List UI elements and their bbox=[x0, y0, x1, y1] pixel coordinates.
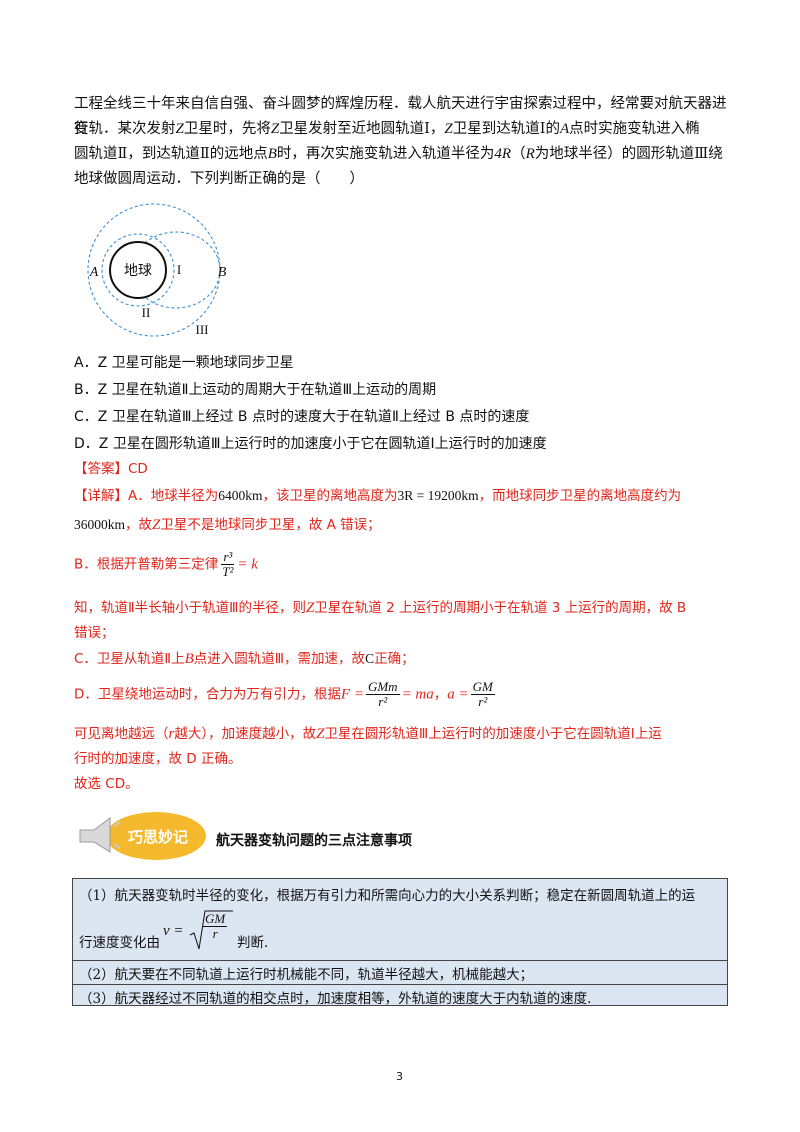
earth-label: 地球 bbox=[124, 263, 152, 279]
question-line-2: 变轨．某次发射Z卫星时，先将Z卫星发射至近地圆轨道Ⅰ，Z卫星到达轨道Ⅰ的A点时实… bbox=[74, 121, 700, 137]
orbit-I-circle bbox=[101, 233, 175, 307]
tip-row-2-text: 行速度变化由 bbox=[79, 935, 160, 951]
badge-label: 巧思妙记 bbox=[128, 828, 188, 846]
tip-divider-1 bbox=[73, 960, 727, 961]
option-A: A．Z 卫星可能是一颗地球同步卫星 bbox=[74, 355, 294, 371]
tip-row-3: （2）航天要在不同轨道上运行时机械能不同，轨道半径越大，机械能越大； bbox=[79, 967, 534, 983]
orbit-diagram: 地球 A I B II III bbox=[87, 203, 227, 337]
tip-row-1: （1）航天器变轨时半径的变化，根据万有引力和所需向心力的大小关系判断；稳定在新圆… bbox=[79, 888, 696, 904]
label-I: I bbox=[177, 262, 181, 277]
badge-blob bbox=[106, 812, 206, 860]
option-D: D．Z 卫星在圆形轨道Ⅲ上运行时的加速度小于它在圆轨道Ⅰ上运行时的加速度 bbox=[74, 436, 547, 452]
explanation-B-line-3: 错误； bbox=[74, 625, 115, 641]
question-line-4: 地球做圆周运动．下列判断正确的是（ ） bbox=[74, 171, 364, 187]
label-II: II bbox=[142, 305, 151, 320]
explanation-E-line-1: 可见离地越远（r越大），加速度越小，故Z卫星在圆形轨道Ⅲ上运行时的加速度小于它在… bbox=[74, 726, 662, 742]
explanation-E-line-2: 行时的加速度，故 D 正确。 bbox=[74, 751, 242, 767]
option-B: B．Z 卫星在轨道Ⅱ上运动的周期大于在轨道Ⅲ上运动的周期 bbox=[74, 382, 437, 398]
earth-circle bbox=[109, 241, 167, 299]
explanation-A-line-1: 【详解】A．地球半径为6400km，该卫星的离地高度为3R = 19200km，… bbox=[74, 488, 682, 504]
explanation-C-line: C．卫星从轨道Ⅱ上B点进入圆轨道Ⅲ，需加速，故C正确； bbox=[74, 651, 415, 667]
conclusion-line: 故选 CD。 bbox=[74, 776, 139, 792]
question-line-3: 圆轨道Ⅱ，到达轨道Ⅱ的远地点B时，再次实施变轨进入轨道半径为4R（R为地球半径）… bbox=[74, 146, 723, 162]
tip-row-2-suffix: 判断. bbox=[237, 935, 269, 951]
question-line-1: 工程全线三十年来自信自强、奋斗圆梦的辉煌历程．载人航天进行宇宙探索过程中，经常要… bbox=[74, 96, 727, 137]
megaphone-icon bbox=[79, 817, 121, 853]
label-III: III bbox=[196, 322, 209, 337]
explanation-B-line-2: 知，轨道Ⅱ半长轴小于轨道Ⅲ的半径，则Z卫星在轨道 2 上运行的周期小于在轨道 3… bbox=[74, 600, 687, 616]
label-A: A bbox=[89, 265, 99, 280]
sqrt-sign bbox=[189, 910, 233, 950]
label-B: B bbox=[218, 265, 227, 280]
tip-badge: 巧思妙记 bbox=[79, 812, 206, 860]
page-number: 3 bbox=[396, 1070, 403, 1083]
answer-line: 【答案】CD bbox=[74, 461, 148, 477]
tip-divider-2 bbox=[73, 984, 727, 985]
tip-row-4: （3）航天器经过不同轨道的相交点时，加速度相等，外轨道的速度大于内轨道的速度. bbox=[79, 991, 592, 1007]
option-C: C．Z 卫星在轨道Ⅲ上经过 B 点时的速度大于在轨道Ⅱ上经过 B 点时的速度 bbox=[74, 409, 530, 425]
velocity-symbol: v = bbox=[163, 923, 184, 939]
tip-title: 航天器变轨问题的三点注意事项 bbox=[216, 833, 412, 849]
explanation-A-line-2: 36000km，故Z卫星不是地球同步卫星，故 A 错误； bbox=[74, 517, 381, 533]
tip-box: （1）航天器变轨时半径的变化，根据万有引力和所需向心力的大小关系判断；稳定在新圆… bbox=[72, 878, 728, 1007]
